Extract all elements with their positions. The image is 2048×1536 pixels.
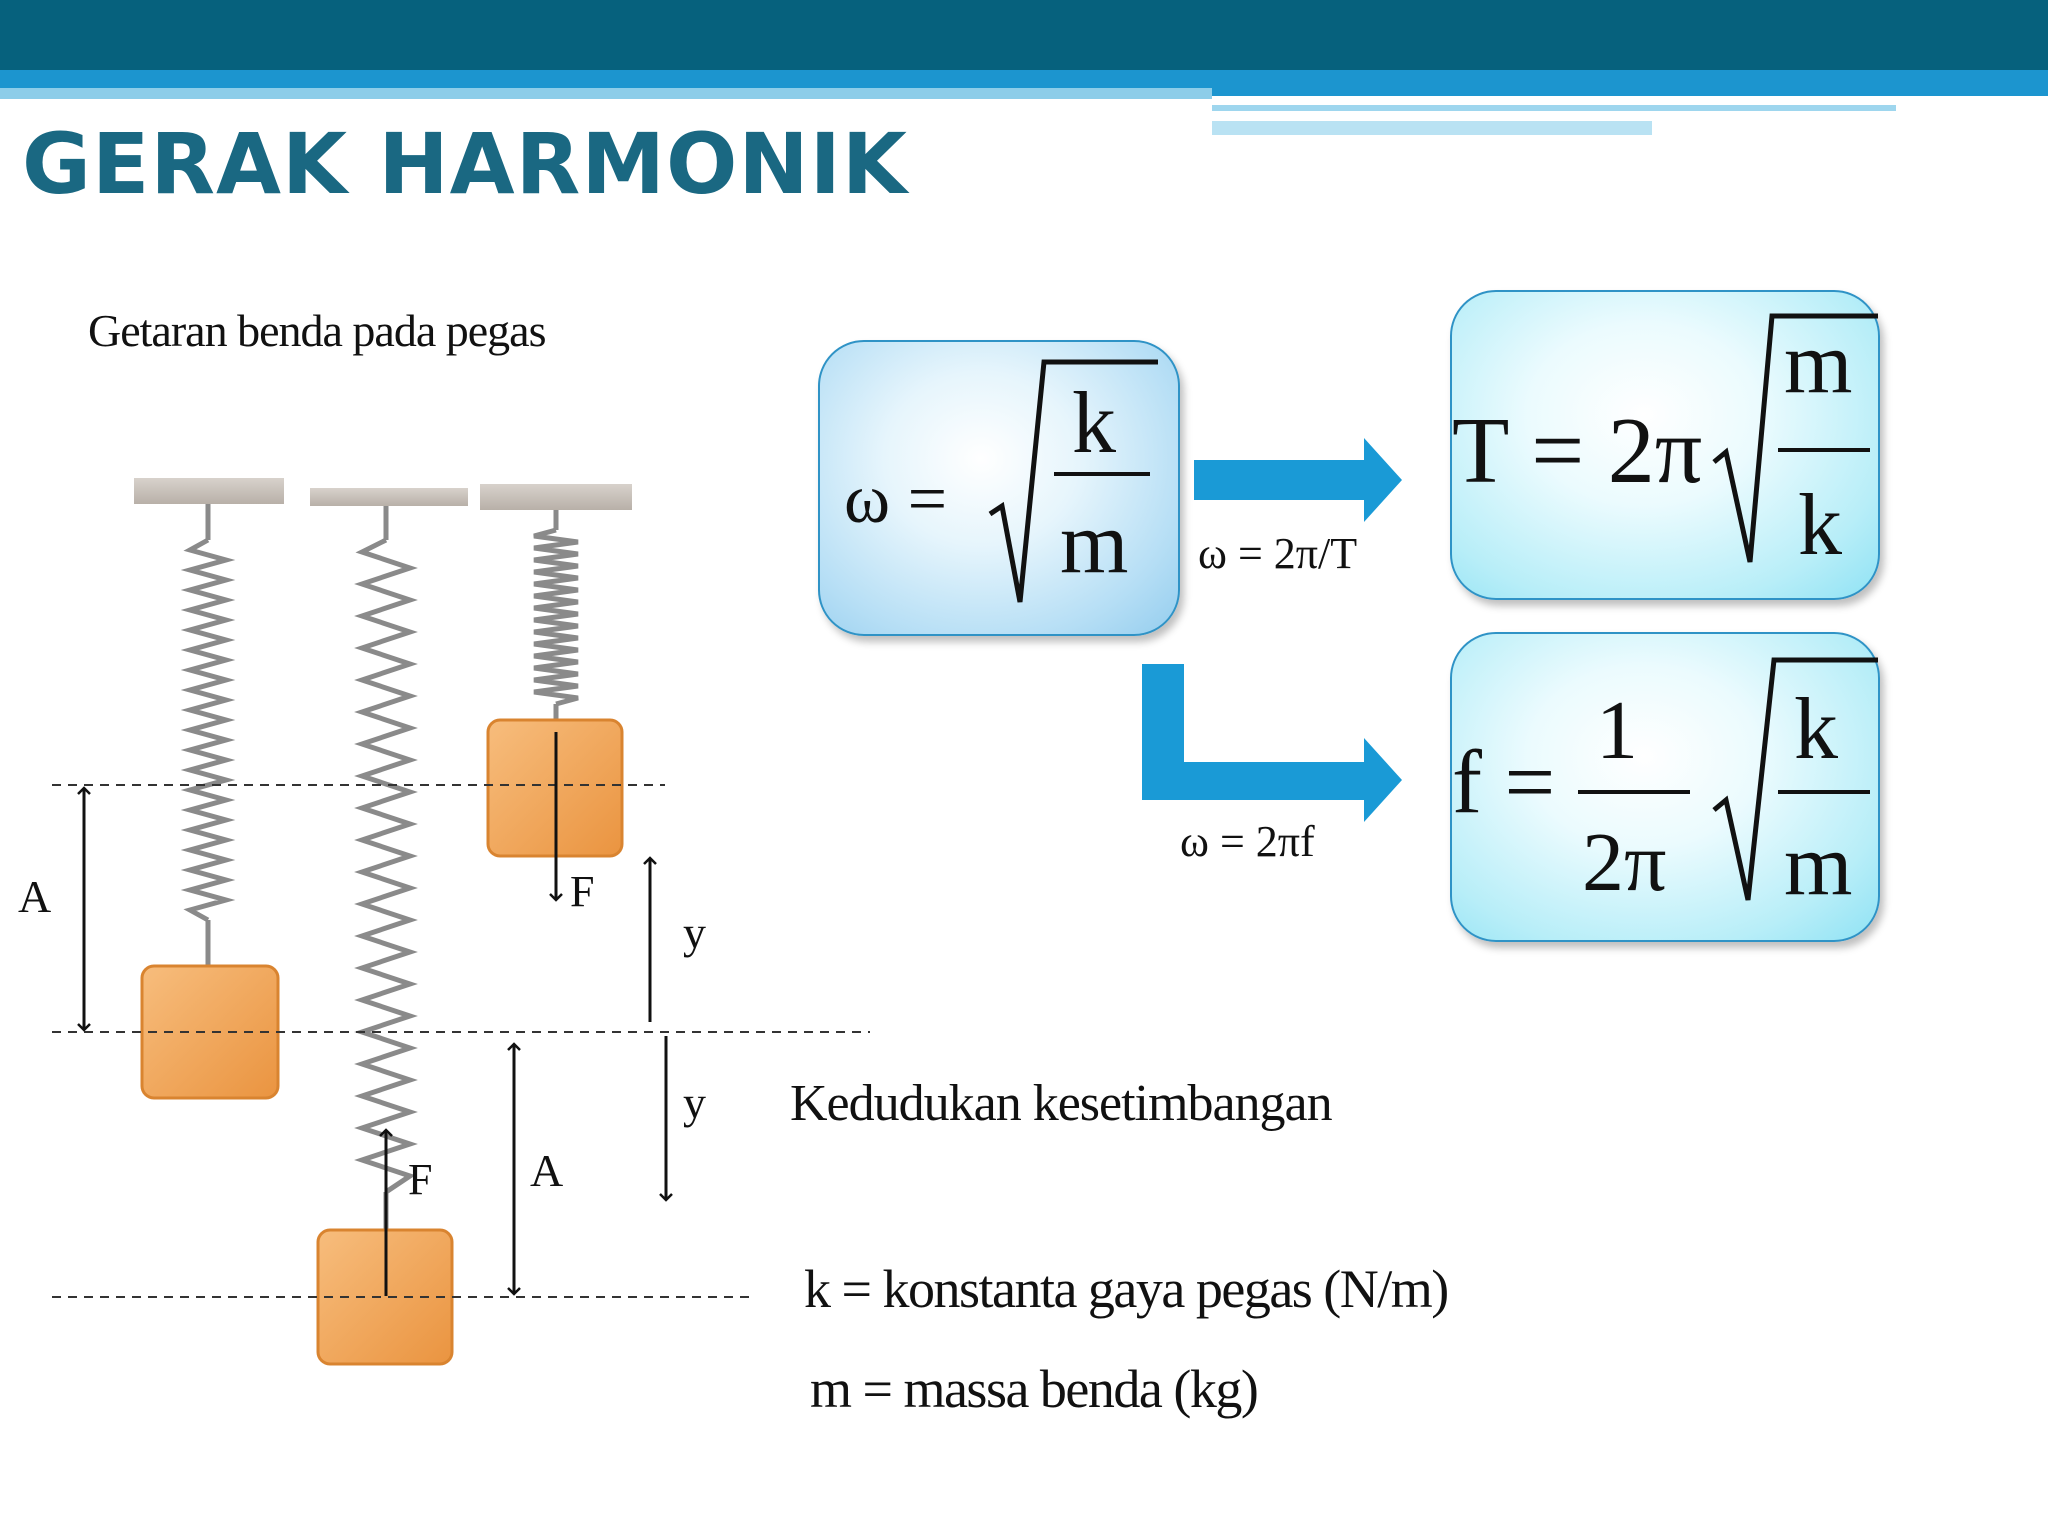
frequency-lhs: f = <box>1452 733 1555 832</box>
formula-omega-box: ω = k m <box>818 340 1180 636</box>
label-amplitude-bottom: A <box>530 1145 564 1196</box>
period-den: k <box>1798 477 1842 574</box>
ceiling-1 <box>134 478 284 504</box>
frequency-frac-num: 1 <box>1596 684 1638 777</box>
period-lhs: T = 2π <box>1452 399 1702 503</box>
frequency-frac-den: 2π <box>1582 816 1666 909</box>
frequency-den: m <box>1784 817 1852 914</box>
period-num: m <box>1784 315 1852 412</box>
omega-lhs: ω = <box>844 461 947 538</box>
slide-title: GERAK HARMONIK <box>22 115 908 213</box>
formula-period-box: T = 2π m k <box>1450 290 1880 600</box>
label-force-top: F <box>570 867 595 916</box>
ceiling-2 <box>310 488 468 506</box>
ceiling-3 <box>480 484 632 510</box>
arrow-to-frequency <box>1142 664 1402 822</box>
relation-period: ω = 2π/T <box>1198 529 1358 578</box>
arrow-to-period <box>1194 438 1402 522</box>
period-radical <box>1712 313 1878 563</box>
omega-radical <box>988 359 1158 603</box>
legend-m-definition: m = massa benda (kg) <box>810 1359 1259 1419</box>
header-light-stripe <box>0 88 1212 99</box>
header-bar <box>0 0 2048 70</box>
formula-frequency-box: f = 1 2π k m <box>1450 632 1880 942</box>
spring-2 <box>354 506 418 1232</box>
frequency-radical <box>1712 657 1878 901</box>
equilibrium-label: Kedudukan kesetimbangan <box>790 1075 1333 1132</box>
mass-block-1 <box>140 964 280 1100</box>
header-accent-line-2 <box>1212 121 1652 135</box>
frequency-num: k <box>1794 681 1838 778</box>
label-amplitude-left: A <box>18 871 52 922</box>
spring-3 <box>533 510 579 722</box>
header-accent-line <box>1212 105 1896 111</box>
label-y-bottom: y <box>683 1077 706 1128</box>
spring-1 <box>180 504 236 968</box>
legend-k-definition: k = konstanta gaya pegas (N/m) <box>804 1259 1449 1319</box>
diagram-caption: Getaran benda pada pegas <box>88 305 546 356</box>
label-force-bottom: F <box>408 1155 433 1204</box>
label-y-top: y <box>683 907 706 958</box>
relation-frequency: ω = 2πf <box>1180 817 1315 866</box>
omega-den: m <box>1060 495 1128 592</box>
omega-num: k <box>1072 375 1116 472</box>
